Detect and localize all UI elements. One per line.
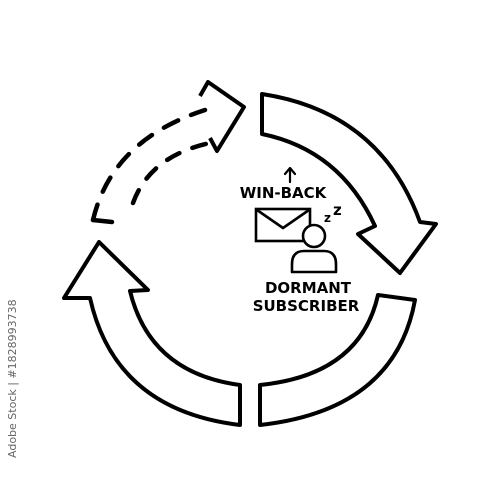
cycle-arrow-dashed-inner <box>130 140 213 206</box>
dormant-label: DORMANT <box>265 279 352 297</box>
cycle-arrow-dashed-arc <box>90 107 208 223</box>
cycle-arrow-left <box>62 240 242 427</box>
person-icon <box>290 223 338 274</box>
zz-small: z <box>324 211 331 225</box>
arrow-up-icon <box>283 166 297 184</box>
cycle-arrow-bottom-right <box>258 293 417 427</box>
cycle-arrow-dashed-cap <box>90 217 115 225</box>
subscriber-label: SUBSCRIBER <box>253 297 360 315</box>
win-back-label: WIN-BACK <box>240 184 328 202</box>
stock-id-text: Adobe Stock | #1828993738 <box>6 300 19 458</box>
cycle-arrow-right <box>260 92 438 275</box>
stock-id-watermark: Adobe Stock | #1828993738 <box>6 300 19 458</box>
cycle-arrow-dashed-head <box>198 80 246 153</box>
zz-large: z <box>333 201 342 219</box>
zz-icon: z z <box>324 201 342 225</box>
